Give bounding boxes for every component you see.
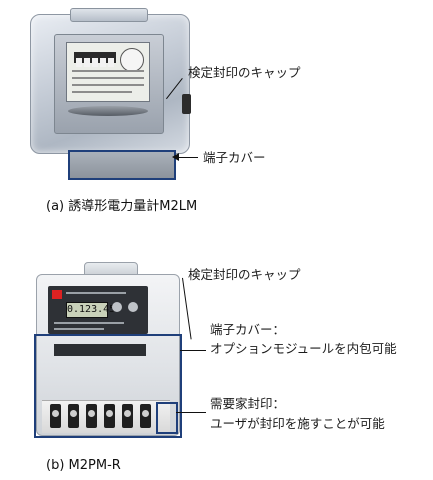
terminal	[50, 404, 61, 428]
meter-button	[112, 302, 122, 312]
verification-seal-cap	[182, 94, 191, 114]
terminal	[122, 404, 133, 428]
label-customer-seal: 需要家封印：	[210, 396, 286, 411]
induction-meter-photo	[30, 8, 191, 180]
meter-button	[128, 302, 138, 312]
pointer-line	[176, 157, 198, 158]
customer-seal-highlight	[156, 402, 178, 434]
caption-b: (b) M2PM-R	[46, 458, 121, 473]
pointer-line	[182, 277, 192, 340]
lcd-display: 0.123.45	[66, 302, 115, 318]
arrow-icon	[172, 153, 179, 161]
terminal	[140, 404, 151, 428]
label-verification-cap-b: 検定封印のキャップ	[188, 267, 301, 282]
terminal	[68, 404, 79, 428]
register-counter	[74, 52, 116, 67]
pointer-line	[176, 412, 206, 413]
meter-dial	[120, 48, 144, 72]
brand-logo-icon	[52, 290, 62, 299]
caption-a: (a) 誘導形電力量計M2LM	[46, 199, 198, 214]
label-verification-cap-a: 検定封印のキャップ	[188, 65, 301, 80]
pointer-line	[180, 350, 206, 351]
static-meter-photo: 0.123.45	[32, 262, 182, 440]
panel-text	[54, 328, 104, 330]
nameplate-text	[72, 70, 144, 98]
label-terminal-cover-desc: オプションモジュールを内包可能	[210, 341, 397, 356]
label-terminal-cover-b: 端子カバー：	[210, 322, 286, 337]
rotating-disc	[68, 106, 148, 116]
terminal-cover-highlight	[68, 150, 176, 180]
label-terminal-cover-a: 端子カバー	[203, 150, 266, 165]
option-module-strip	[54, 344, 146, 356]
panel-text	[66, 292, 126, 294]
terminal-cover-highlight	[34, 334, 182, 438]
terminal	[86, 404, 97, 428]
label-customer-seal-desc: ユーザが封印を施すことが可能	[210, 416, 385, 431]
panel-text	[54, 322, 124, 324]
terminal	[104, 404, 115, 428]
meter-top	[70, 8, 148, 22]
